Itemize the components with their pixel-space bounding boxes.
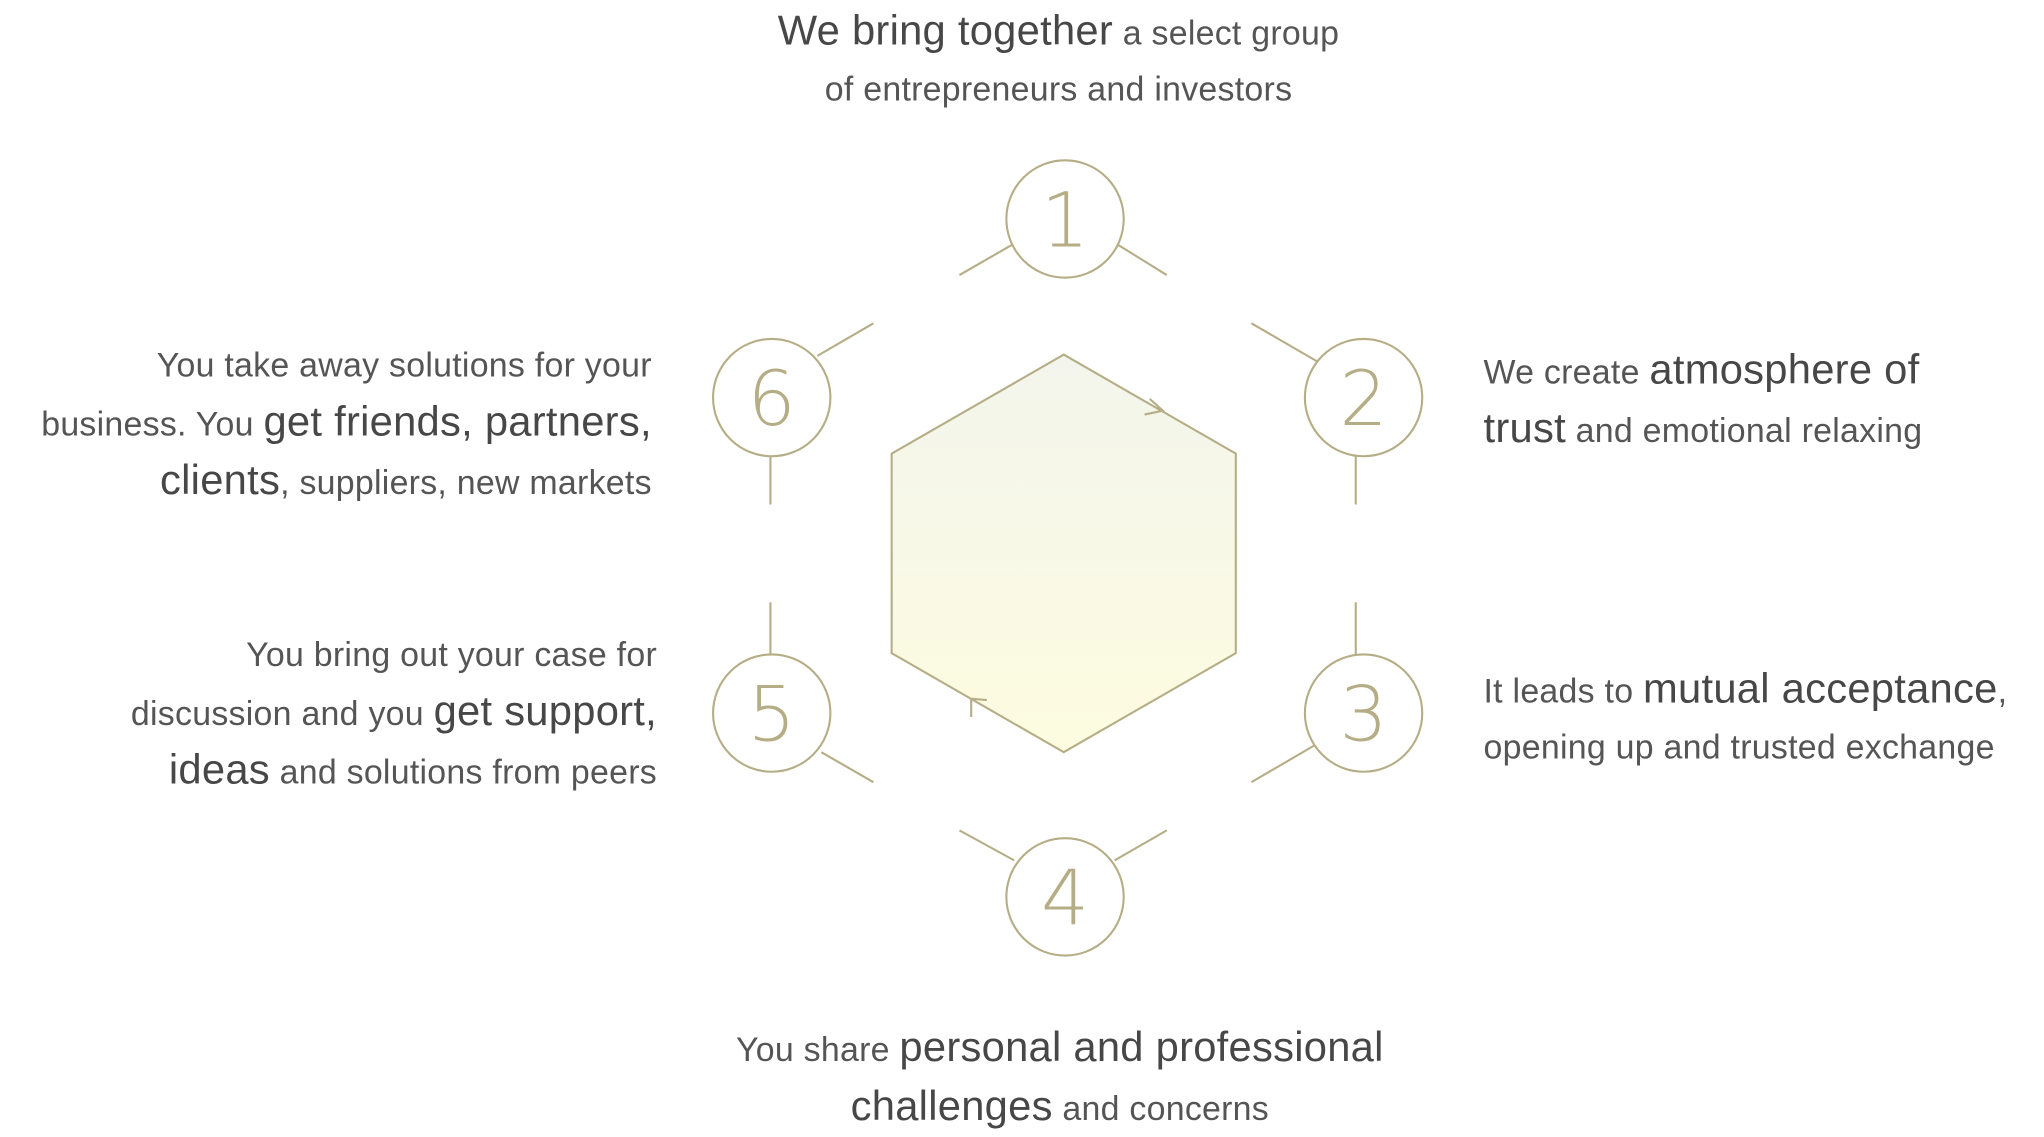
body-text: a select group <box>1113 13 1340 53</box>
highlight-text: mutual acceptance <box>1643 664 1998 712</box>
step-3-badge: 3 <box>1303 653 1424 773</box>
highlight-text: get friends, partners, <box>263 397 652 445</box>
step-number: 2 <box>1340 355 1388 443</box>
body-text: You bring out your case for <box>246 634 658 674</box>
step-circle <box>1303 653 1424 773</box>
body-text: You share <box>735 1029 900 1069</box>
step-1-badge: 1 <box>1005 159 1125 279</box>
step-number: 3 <box>1340 670 1388 758</box>
body-text: , suppliers, new markets <box>280 462 652 502</box>
highlight-text: atmosphere of <box>1649 345 1920 393</box>
description-line: of entrepreneurs and investors <box>778 61 1340 117</box>
description-line: opening up and trusted exchange <box>1483 720 2007 776</box>
step-2-badge: 2 <box>1303 337 1424 458</box>
step-number: 6 <box>748 355 796 443</box>
description-line: ideas and solutions from peers <box>131 742 657 801</box>
description-line: clients, suppliers, new markets <box>41 452 652 511</box>
body-text: opening up and trusted exchange <box>1483 727 1995 767</box>
step-1-description: We bring together a select group of entre… <box>778 3 1340 118</box>
body-text: discussion and you <box>130 693 434 733</box>
description-line: You bring out your case for <box>131 627 657 683</box>
step-circle <box>1005 837 1125 957</box>
arrow-icon <box>1144 398 1166 416</box>
highlight-text: clients <box>160 456 281 504</box>
description-line: You share personal and professional <box>736 1019 1384 1078</box>
step-circle <box>1005 159 1125 279</box>
highlight-text: We bring together <box>777 6 1114 54</box>
step-number: 5 <box>748 670 796 758</box>
body-text: of entrepreneurs and investors <box>824 69 1293 109</box>
body-text: It leads to <box>1483 671 1644 711</box>
highlight-text: ideas <box>168 745 270 793</box>
center-hexagon <box>890 353 1237 754</box>
step-circle <box>1303 337 1424 458</box>
description-line: You take away solutions for your <box>41 338 652 394</box>
description-line: It leads to mutual acceptance, <box>1483 661 2007 720</box>
step-3-description: It leads to mutual acceptance,opening up… <box>1483 661 2007 776</box>
step-4-badge: 4 <box>1005 837 1125 957</box>
description-line: We bring together a select group <box>778 3 1340 62</box>
description-line: business. You get friends, partners, <box>41 394 652 453</box>
step-5-badge: 5 <box>712 653 832 773</box>
highlight-text: challenges <box>850 1081 1053 1129</box>
body-text: and concerns <box>1052 1088 1270 1128</box>
step-number: 4 <box>1041 854 1089 942</box>
step-6-badge: 6 <box>712 337 832 458</box>
body-text: , <box>1997 671 2008 711</box>
body-text: We create <box>1483 351 1650 392</box>
body-text: and emotional relaxing <box>1565 410 1923 450</box>
step-circle <box>712 653 832 773</box>
step-number: 1 <box>1041 176 1089 264</box>
connector-lines <box>769 244 1357 862</box>
highlight-text: get support, <box>433 686 658 734</box>
description-line: trust and emotional relaxing <box>1483 400 1922 459</box>
step-5-description: You bring out your case for discussion an… <box>131 627 657 800</box>
arrow-icon <box>970 697 987 717</box>
description-line: discussion and you get support, <box>131 683 657 742</box>
step-6-description: You take away solutions for your business… <box>41 338 652 511</box>
body-text: business. You <box>41 404 264 444</box>
description-line: challenges and concerns <box>736 1078 1384 1137</box>
body-text: You take away solutions for your <box>156 345 652 385</box>
step-circle <box>712 337 832 458</box>
highlight-text: personal and professional <box>899 1023 1384 1071</box>
highlight-text: trust <box>1483 404 1566 452</box>
body-text: and solutions from peers <box>269 752 658 792</box>
description-line: We create atmosphere of <box>1483 342 1922 401</box>
